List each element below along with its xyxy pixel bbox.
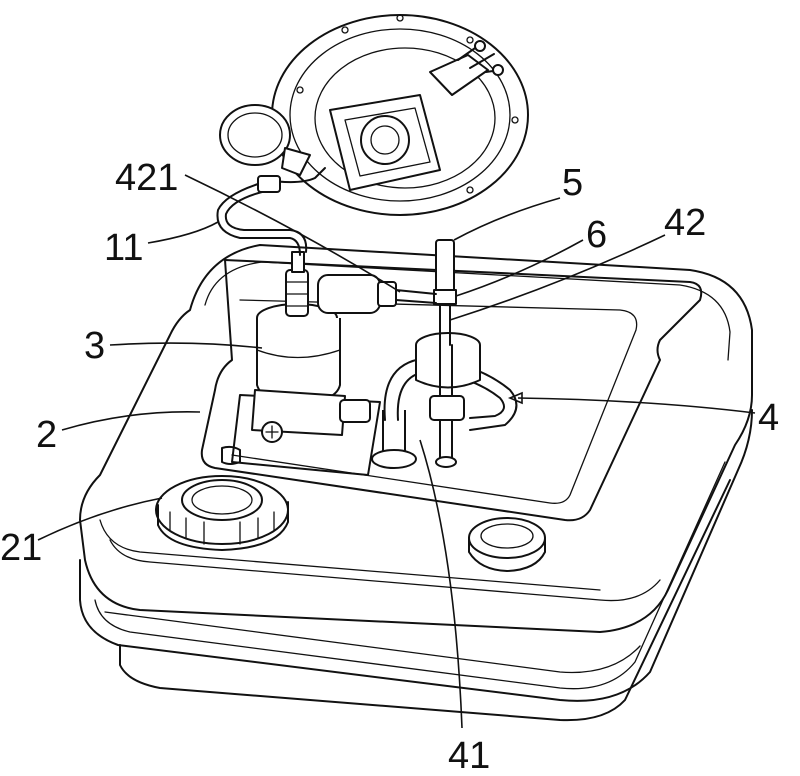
label-5: 5 <box>562 162 583 204</box>
filler-cap <box>156 447 288 550</box>
label-3: 3 <box>84 325 105 367</box>
label-21: 21 <box>0 527 42 569</box>
label-41: 41 <box>448 735 490 776</box>
label-4: 4 <box>758 397 779 439</box>
label-6: 6 <box>586 214 607 256</box>
pump-assembly <box>232 252 396 475</box>
flange-unit <box>272 15 528 215</box>
dip-rod <box>396 240 456 345</box>
pipe-assembly <box>372 333 516 468</box>
round-boss <box>469 518 545 571</box>
label-11: 11 <box>104 227 143 269</box>
label-421: 421 <box>115 157 178 199</box>
label-2: 2 <box>36 414 57 456</box>
label-42: 42 <box>664 202 706 244</box>
